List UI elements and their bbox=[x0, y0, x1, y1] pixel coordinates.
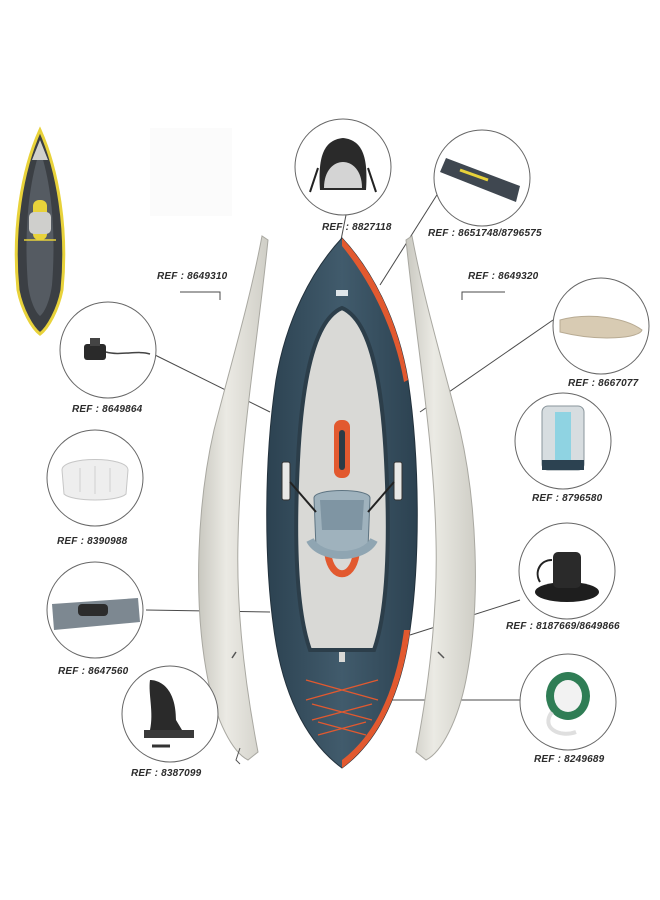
part-circle-valve bbox=[59, 301, 157, 399]
ref-label-valve: REF : 8649864 bbox=[72, 404, 143, 415]
ref-label-seat-cushion: REF : 8390988 bbox=[57, 536, 128, 547]
part-circle-seat-cushion bbox=[46, 429, 144, 527]
part-circle-paddle-blade bbox=[433, 129, 531, 227]
right-side-tube bbox=[405, 235, 476, 761]
part-circle-fin-plate bbox=[46, 561, 144, 659]
ref-label-skeg-fin: REF : 8387099 bbox=[131, 768, 202, 779]
ref-label-seat-backrest: REF : 8827118 bbox=[322, 222, 392, 233]
part-circle-floor-cushion bbox=[552, 277, 650, 375]
part-circle-repair-tape bbox=[519, 653, 617, 751]
ref-label-left-tube: REF : 8649310 bbox=[157, 271, 228, 282]
part-circle-drain-valve bbox=[518, 522, 616, 620]
ref-label-right-tube: REF : 8649320 bbox=[468, 271, 539, 282]
part-circle-seat-backrest bbox=[294, 118, 392, 216]
part-circle-carry-bag bbox=[514, 392, 612, 490]
ref-label-floor-cushion: REF : 8667077 bbox=[568, 378, 639, 389]
left-side-tube bbox=[198, 235, 269, 761]
ref-label-carry-bag: REF : 8796580 bbox=[532, 493, 603, 504]
ref-label-drain-valve: REF : 8187669/8649866 bbox=[506, 621, 620, 632]
main-kayak bbox=[266, 237, 418, 769]
kayak-preview-thumbnail bbox=[14, 126, 66, 336]
blank-placeholder bbox=[150, 128, 232, 216]
ref-label-repair-tape: REF : 8249689 bbox=[534, 754, 605, 765]
ref-label-fin-plate: REF : 8647560 bbox=[58, 666, 129, 677]
part-circle-skeg-fin bbox=[121, 665, 219, 763]
ref-label-paddle-blade: REF : 8651748/8796575 bbox=[428, 228, 542, 239]
